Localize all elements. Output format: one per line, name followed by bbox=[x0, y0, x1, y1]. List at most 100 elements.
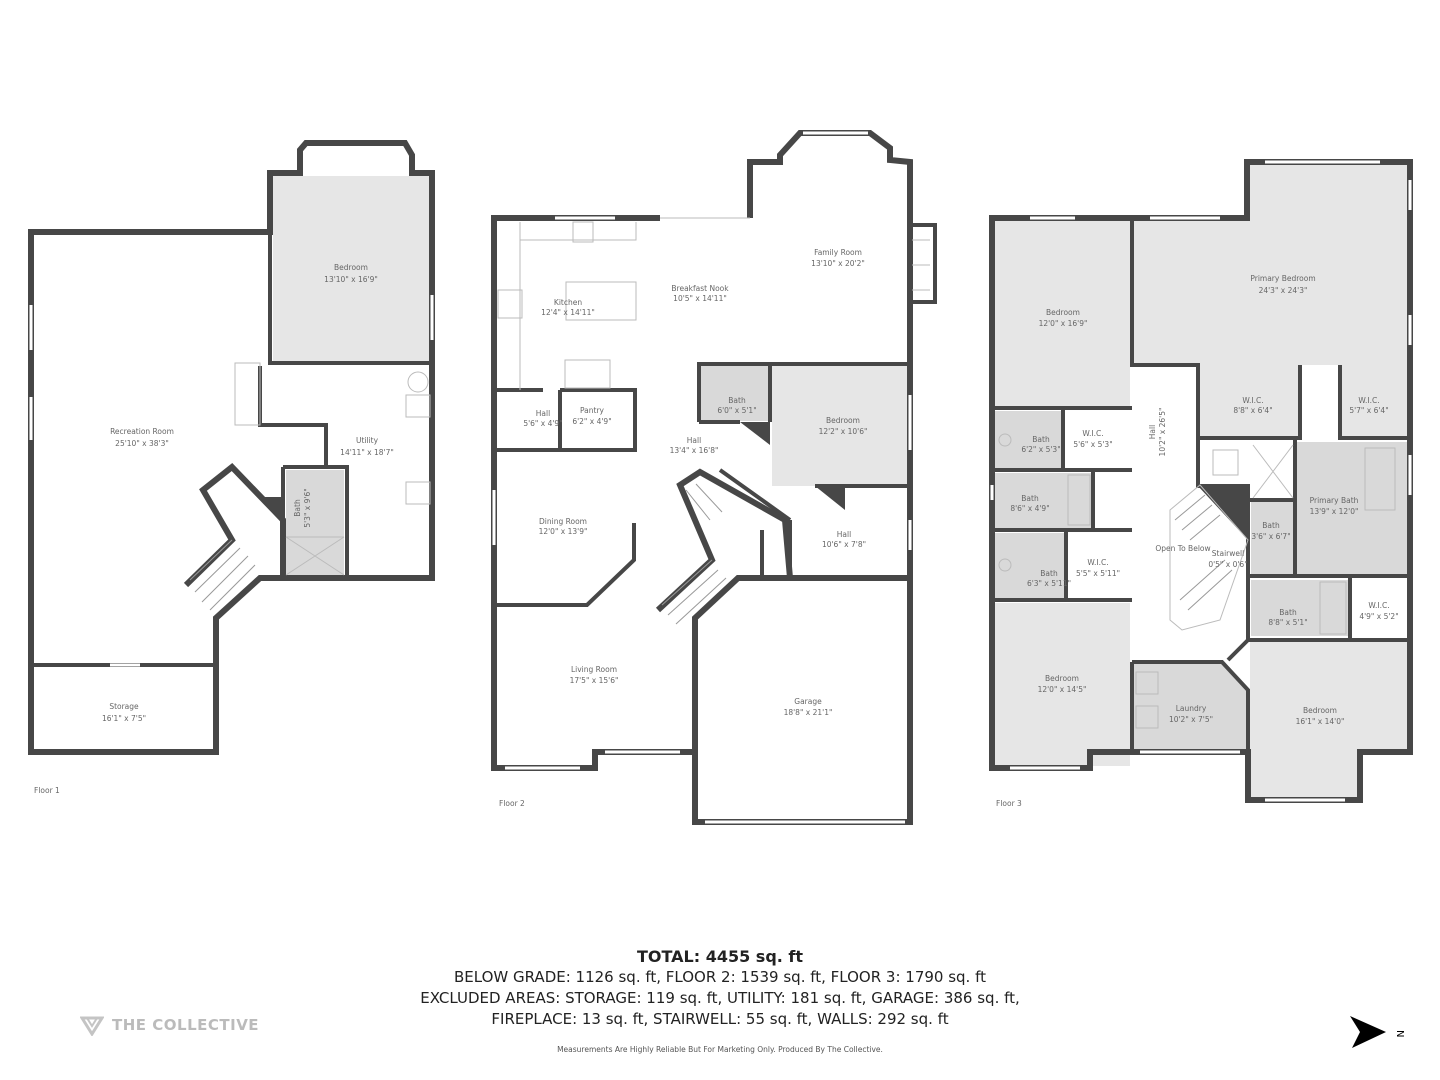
room-name: Bedroom bbox=[1046, 308, 1080, 317]
laundry-area bbox=[1134, 664, 1248, 750]
room-name: Bedroom bbox=[826, 416, 860, 425]
room-dims: 5'6" x 5'3" bbox=[1073, 440, 1112, 449]
excluded-areas: EXCLUDED AREAS: STORAGE: 119 sq. ft, UTI… bbox=[420, 989, 1020, 1007]
room-name: Bath bbox=[1032, 435, 1050, 444]
room-dims: 25'10" x 38'3" bbox=[115, 439, 169, 448]
floor3-primary-bedroom-area bbox=[1134, 165, 1407, 438]
room-dims: 4'9" x 5'2" bbox=[1359, 612, 1398, 621]
room-dims: 18'8" x 21'1" bbox=[784, 708, 833, 717]
floor3-bedroom-lower-area bbox=[995, 603, 1130, 766]
room-name: Bath bbox=[293, 499, 302, 517]
floor3-bedroom-right-area bbox=[1250, 640, 1407, 797]
bath-area bbox=[995, 473, 1093, 529]
room-name: Open To Below bbox=[1155, 544, 1210, 553]
floor-label: Floor 3 bbox=[996, 799, 1022, 808]
room-name: Hall bbox=[837, 530, 851, 539]
floor1-bedroom-area bbox=[273, 176, 429, 363]
room-dims: 12'2" x 10'6" bbox=[819, 427, 868, 436]
disclaimer: Measurements Are Highly Reliable But For… bbox=[557, 1045, 883, 1054]
brand-logo: THE COLLECTIVE bbox=[80, 1014, 259, 1036]
bath-area bbox=[995, 411, 1063, 470]
room-name: Utility bbox=[356, 436, 379, 445]
room-dims: 10'2" x 26'5" bbox=[1158, 408, 1167, 457]
room-dims: 13'4" x 16'8" bbox=[670, 446, 719, 455]
north-arrow-icon: N bbox=[1350, 1016, 1405, 1048]
room-name: W.I.C. bbox=[1368, 601, 1389, 610]
room-name: Living Room bbox=[571, 665, 617, 674]
room-name: W.I.C. bbox=[1242, 396, 1263, 405]
bath-area bbox=[1251, 500, 1293, 576]
room-name: Bath bbox=[1262, 521, 1280, 530]
room-dims: 8'8" x 6'4" bbox=[1233, 406, 1272, 415]
room-name: Hall bbox=[536, 409, 550, 418]
room-dims: 24'3" x 24'3" bbox=[1259, 286, 1308, 295]
room-dims: 5'3" x 9'6" bbox=[303, 488, 312, 527]
compass: N bbox=[1348, 1012, 1412, 1056]
total-area: TOTAL: 4455 sq. ft bbox=[636, 947, 804, 966]
room-dims: 10'2" x 7'5" bbox=[1169, 715, 1213, 724]
room-dims: 5'7" x 6'4" bbox=[1349, 406, 1388, 415]
room-dims: 6'3" x 5'11" bbox=[1027, 579, 1071, 588]
room-name: Pantry bbox=[580, 406, 605, 415]
room-name: Primary Bath bbox=[1310, 496, 1359, 505]
room-name: Bath bbox=[1040, 569, 1058, 578]
room-dims: 5'6" x 4'9" bbox=[523, 419, 562, 428]
room-name: Garage bbox=[794, 697, 822, 706]
room-name: Bath bbox=[728, 396, 746, 405]
room-name: Hall bbox=[687, 436, 701, 445]
room-name: Bedroom bbox=[334, 263, 368, 272]
room-name: Bath bbox=[1279, 608, 1297, 617]
bath-area bbox=[995, 533, 1065, 599]
room-name: Storage bbox=[109, 702, 139, 711]
room-dims: 8'8" x 5'1" bbox=[1268, 618, 1307, 627]
room-name: Dining Room bbox=[539, 517, 587, 526]
room-name: W.I.C. bbox=[1358, 396, 1379, 405]
primary-bath-area bbox=[1296, 442, 1407, 576]
room-dims: 17'5" x 15'6" bbox=[570, 676, 619, 685]
room-name: W.I.C. bbox=[1087, 558, 1108, 567]
room-name: Laundry bbox=[1176, 704, 1207, 713]
room-dims: 13'10" x 20'2" bbox=[811, 259, 865, 268]
collective-logo-icon bbox=[80, 1016, 104, 1036]
room-dims: 10'6" x 7'8" bbox=[822, 540, 866, 549]
room-dims: 14'11" x 18'7" bbox=[340, 448, 394, 457]
floor-2-plan: Family Room 13'10" x 20'2" Breakfast Noo… bbox=[491, 130, 937, 825]
room-dims: 12'4" x 14'11" bbox=[541, 308, 595, 317]
room-name: Bedroom bbox=[1045, 674, 1079, 683]
room-dims: 13'10" x 16'9" bbox=[324, 275, 378, 284]
room-dims: 0'5" x 0'6" bbox=[1208, 560, 1247, 569]
floor-1-plan: Bedroom 13'10" x 16'9" Recreation Room 2… bbox=[28, 140, 435, 795]
room-name: Breakfast Nook bbox=[671, 284, 729, 293]
room-name: Family Room bbox=[814, 248, 862, 257]
floor3-bedroom-area bbox=[995, 221, 1130, 407]
room-dims: 12'0" x 16'9" bbox=[1039, 319, 1088, 328]
room-name: Bedroom bbox=[1303, 706, 1337, 715]
room-dims: 8'6" x 4'9" bbox=[1010, 504, 1049, 513]
room-name: Kitchen bbox=[554, 298, 582, 307]
floor2-bedroom-area bbox=[772, 366, 908, 486]
room-dims: 16'1" x 14'0" bbox=[1296, 717, 1345, 726]
room-name: Stairwell bbox=[1212, 549, 1244, 558]
floor2-bath-area bbox=[701, 366, 769, 421]
room-dims: 6'2" x 4'9" bbox=[572, 417, 611, 426]
room-dims: 5'5" x 5'11" bbox=[1076, 569, 1120, 578]
room-dims: 13'9" x 12'0" bbox=[1310, 507, 1359, 516]
excluded-areas-continued: FIREPLACE: 13 sq. ft, STAIRWELL: 55 sq. … bbox=[491, 1010, 949, 1028]
floor-areas: BELOW GRADE: 1126 sq. ft, FLOOR 2: 1539 … bbox=[454, 968, 986, 986]
north-label: N bbox=[1394, 1030, 1405, 1037]
room-dims: 16'1" x 7'5" bbox=[102, 714, 146, 723]
room-name: Primary Bedroom bbox=[1250, 274, 1315, 283]
bath-area bbox=[1251, 580, 1349, 636]
floor-plans: Bedroom 13'10" x 16'9" Recreation Room 2… bbox=[28, 130, 1413, 825]
room-dims: 6'2" x 5'3" bbox=[1021, 445, 1060, 454]
area-summary: TOTAL: 4455 sq. ft BELOW GRADE: 1126 sq.… bbox=[0, 946, 1440, 1030]
room-name: W.I.C. bbox=[1082, 429, 1103, 438]
room-name: Hall bbox=[1148, 425, 1157, 439]
room-dims: 6'0" x 5'1" bbox=[717, 406, 756, 415]
room-dims: 12'0" x 14'5" bbox=[1038, 685, 1087, 694]
room-dims: 10'5" x 14'11" bbox=[673, 294, 727, 303]
floor1-bath-area bbox=[286, 470, 344, 575]
room-name: Recreation Room bbox=[110, 427, 174, 436]
room-name: Bath bbox=[1021, 494, 1039, 503]
floor-label: Floor 1 bbox=[34, 786, 60, 795]
